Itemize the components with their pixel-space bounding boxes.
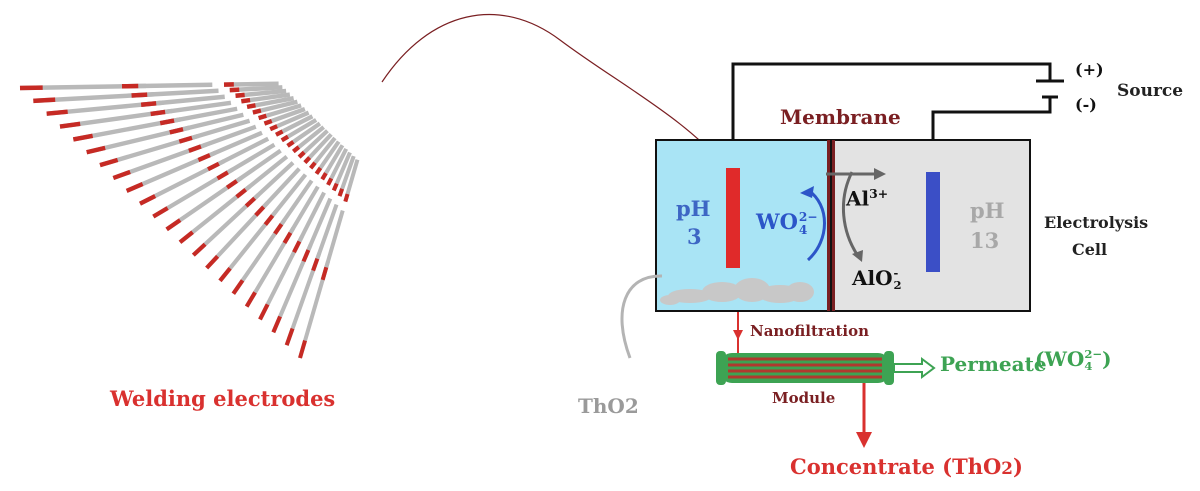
- electrode-tip: [207, 161, 220, 172]
- electrode-tip: [229, 87, 240, 93]
- electrode-tip: [165, 218, 182, 232]
- electrode-tip: [241, 97, 251, 104]
- nanofiltration-module: [716, 351, 894, 385]
- negative-terminal-label: (-): [1075, 95, 1097, 114]
- cathode-blue-electrode: [926, 172, 940, 272]
- electrode-tip: [159, 118, 175, 126]
- ph-right-label: pH: [970, 198, 1005, 223]
- al-to-alo2-arrowhead: [852, 250, 863, 262]
- aluminate-ion-label: AlO-2: [852, 265, 902, 292]
- electrode-tip: [337, 188, 344, 197]
- permeate-label: Permeate: [940, 352, 1047, 376]
- electrode-tip: [263, 214, 275, 226]
- electrode-tip: [258, 303, 270, 321]
- electrode-tip: [271, 315, 282, 334]
- positive-terminal-label: (+): [1075, 60, 1104, 79]
- electrode-tip: [284, 327, 295, 346]
- electrode-tip: [139, 194, 157, 206]
- electrode-feed-curve: [381, 13, 734, 177]
- electrode-tip: [169, 127, 184, 135]
- electrode-tip: [178, 135, 193, 144]
- concentrate-label: Concentrate (ThO2): [790, 454, 1023, 479]
- aluminium-ion-label: Al3+: [846, 186, 889, 211]
- electrode-tip: [112, 169, 131, 181]
- electrode-tip: [252, 108, 262, 115]
- electrode-tip: [320, 172, 328, 181]
- electrode-tip: [188, 144, 202, 153]
- module-label: Module: [772, 389, 836, 407]
- electrode-tip: [311, 258, 320, 272]
- electrode-tip: [246, 103, 256, 110]
- electrode-tip: [178, 230, 194, 244]
- concentrate-arrowhead: [856, 432, 872, 448]
- electrode-tip: [46, 109, 68, 116]
- membrane-label: Membrane: [780, 105, 901, 129]
- electrode-tip: [150, 109, 166, 117]
- electrode-tip: [320, 266, 329, 281]
- electrode-tip: [331, 182, 339, 192]
- tho2-precipitate: [660, 278, 814, 305]
- electrode-tip: [303, 156, 312, 165]
- electrode-tip: [235, 92, 245, 98]
- tho2-label: ThO2: [578, 394, 639, 418]
- electrode-tip: [140, 101, 157, 107]
- ph-left-label: pH: [676, 196, 711, 221]
- electrode-tip: [235, 187, 248, 199]
- electrode-tip: [286, 140, 295, 148]
- electrolysis-cell-label: Electrolysis: [1044, 213, 1149, 232]
- electrode-tip: [231, 279, 245, 295]
- electrode-tip: [59, 121, 81, 129]
- electrode-tip: [301, 249, 311, 263]
- electrode-tip: [280, 134, 290, 143]
- tho2-pointer-line: [620, 274, 663, 359]
- electrode-tip: [343, 193, 350, 203]
- electrode-tip: [86, 145, 106, 155]
- electrode-tip: [275, 129, 284, 137]
- electrode-tip: [297, 150, 306, 159]
- electrode-tip: [152, 206, 169, 219]
- electrolysis-cell-label-line2: Cell: [1072, 240, 1108, 259]
- electrode-tip: [254, 205, 266, 217]
- welding-electrodes-illustration: [19, 81, 360, 359]
- nanofiltration-label: Nanofiltration: [750, 322, 870, 340]
- ph-left-value: 3: [687, 224, 702, 249]
- electrode-tip: [298, 340, 307, 359]
- electrode-tip: [282, 231, 293, 244]
- electrode-tip: [197, 153, 211, 162]
- ph-right-value: 13: [970, 228, 1000, 253]
- electrode-tip: [326, 177, 334, 186]
- electrode-tip: [263, 118, 273, 126]
- welding-electrodes-label: Welding electrodes: [110, 386, 336, 411]
- permeate-arrow: [893, 357, 936, 379]
- wo4-arrowhead: [800, 186, 814, 198]
- electrode-tip: [99, 157, 119, 168]
- electrode-tip: [131, 92, 148, 98]
- anode-red-electrode: [726, 168, 740, 268]
- electrode-tip: [273, 222, 284, 235]
- electrode-tip: [292, 240, 302, 254]
- electrode-tip: [72, 133, 94, 142]
- al-to-alo2-arrow: [841, 171, 860, 257]
- electrode-tip: [244, 291, 257, 308]
- electrode-tip: [269, 124, 278, 132]
- electrode-tip: [292, 145, 301, 154]
- electrode-tip: [191, 242, 207, 257]
- source-label: Source: [1117, 81, 1184, 101]
- electrode-tip: [33, 97, 56, 104]
- electrode-tip: [258, 113, 267, 121]
- electrode-tip: [216, 170, 229, 181]
- electrode-tip: [218, 267, 232, 283]
- electrode-tip: [125, 182, 144, 193]
- electrode-tip: [314, 166, 323, 175]
- drain-arrowhead: [733, 330, 743, 340]
- electrode-tip: [225, 179, 238, 190]
- electrode-tip: [244, 196, 257, 208]
- electrode-tip: [309, 161, 317, 170]
- wo4-arrow: [806, 188, 826, 262]
- al-transfer-arrowhead: [874, 168, 886, 180]
- electrode-tip: [205, 254, 220, 270]
